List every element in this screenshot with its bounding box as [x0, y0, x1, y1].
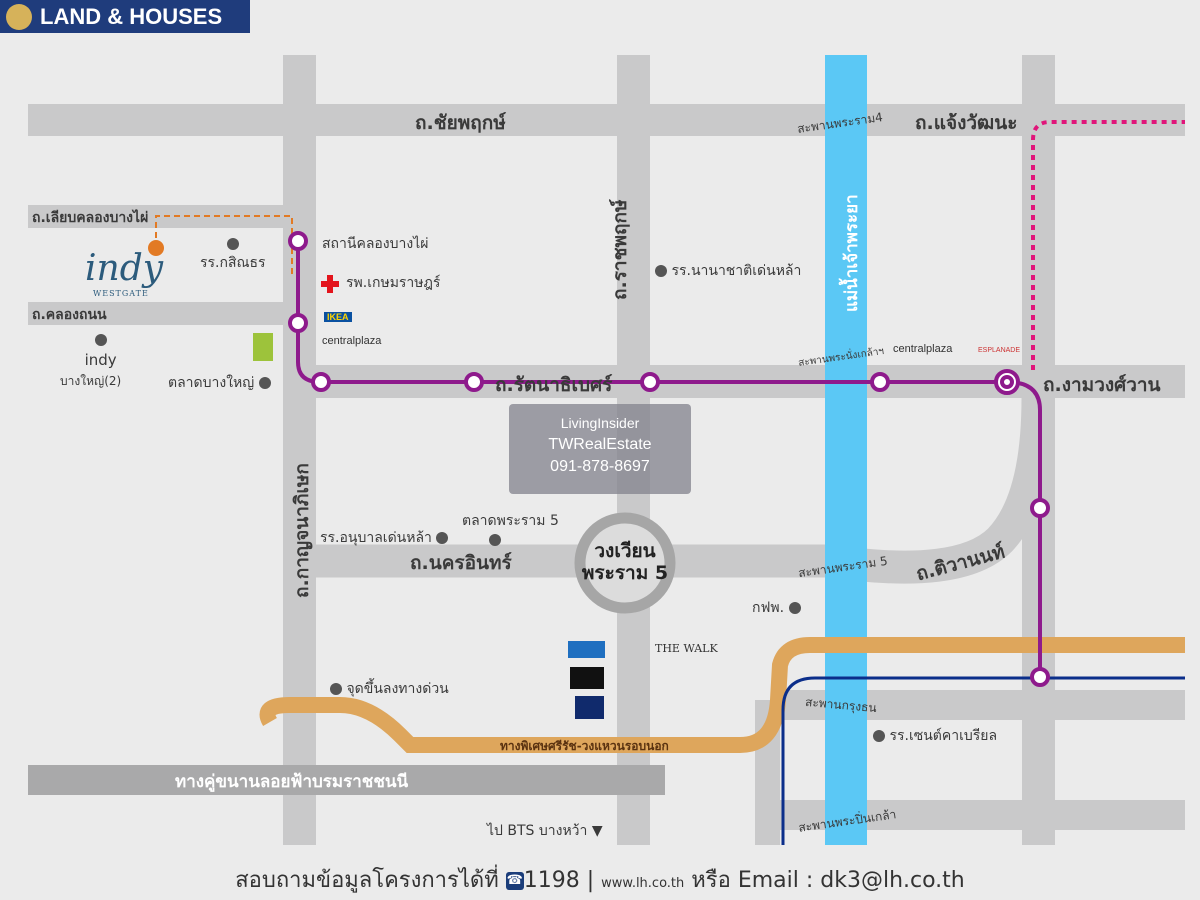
- project-name: indy: [85, 248, 164, 289]
- poi-indy-label: indy: [84, 351, 117, 369]
- label-khlong-thanon: ถ.คลองถนน: [32, 307, 107, 323]
- watermark-brand: LivingInsider: [560, 415, 640, 431]
- poi-dot-icon: [655, 265, 667, 277]
- label-nakhon-in: ถ.นครอินทร์: [410, 552, 512, 574]
- homeworks-logo: [575, 696, 604, 719]
- bigc-logo: [253, 333, 273, 361]
- poi-nanachat-label: รร.นานาชาติเด่นหล้า: [671, 263, 802, 279]
- poi-kasintorn-label: รร.กสิณธร: [200, 255, 266, 271]
- station-interchange-inner: [1000, 375, 1014, 389]
- label-liap-khlong: ถ.เลียบคลองบางไผ่: [32, 210, 149, 226]
- footer-contact: สอบถามข้อมูลโครงการได้ที่ ☎1198 | www.lh…: [235, 868, 965, 893]
- road-nakhon-in: [283, 397, 1055, 584]
- footer-email[interactable]: Email : dk3@lh.co.th: [737, 868, 965, 893]
- label-ratchaphruek: ถ.ราชพฤกษ์: [609, 199, 631, 300]
- poi-anuban-school: รร.อนุบาลเด่นหล้า: [320, 527, 449, 549]
- poi-kasintorn: รร.กสิณธร: [200, 236, 266, 274]
- river: [825, 55, 867, 845]
- poi-ramp-label: จุดขึ้นลงทางด่วน: [346, 681, 449, 697]
- the-walk-logo: THE WALK: [655, 642, 718, 655]
- label-river: แม่น้ำเจ้าพระยา: [842, 194, 862, 312]
- poi-rama5-market: ตลาดพระราม 5: [462, 510, 559, 548]
- land-houses-logo: LAND & HOUSES: [0, 0, 250, 33]
- poi-bts: ไป BTS บางหว้า ▼: [487, 823, 603, 839]
- station-5[interactable]: [640, 372, 660, 392]
- label-ngamwongwan: ถ.งามวงศ์วาน: [1043, 374, 1161, 396]
- homepro-logo: [568, 641, 605, 658]
- station-4[interactable]: [464, 372, 484, 392]
- label-expressway: ทางพิเศษศรีรัช-วงแหวนรอบนอก: [500, 739, 669, 753]
- label-parallel-road: ทางคู่ขนานลอยฟ้าบรมราชชนนี: [175, 772, 409, 792]
- logo-text: LAND & HOUSES: [40, 3, 223, 29]
- stations: [288, 231, 1050, 687]
- station-2[interactable]: [288, 313, 308, 333]
- roundabout-line-1: วงเวียน: [594, 540, 656, 562]
- poi-dot-icon: [94, 334, 107, 346]
- poi-st-gabriel-label: รร.เซนต์คาเบรียล: [889, 728, 998, 744]
- poi-indy-bangyai: indy บางใหญ่(2): [60, 330, 121, 391]
- watermark-phone: 091-878-8697: [550, 458, 650, 475]
- project-sub: WESTGATE: [93, 289, 149, 298]
- poi-dot-icon: [436, 532, 449, 544]
- station-8[interactable]: [1030, 667, 1050, 687]
- poi-st-gabriel: รร.เซนต์คาเบรียล: [873, 725, 997, 747]
- ikea-logo: IKEA: [324, 312, 352, 322]
- poi-dot-icon: [226, 238, 239, 250]
- road-kanchanaphisek: [283, 55, 316, 845]
- phone-icon: ☎: [505, 872, 524, 890]
- expressway-line: [259, 637, 1185, 753]
- poi-anuban-label: รร.อนุบาลเด่นหล้า: [320, 530, 432, 546]
- label-kanchanaphisek: ถ.กาญจนาภิเษก: [291, 463, 313, 598]
- label-chaengwattana: ถ.แจ้งวัฒนะ: [915, 112, 1018, 134]
- road-chaiyaphruek: [28, 104, 1185, 136]
- poi-nanachat-school: รร.นานาชาติเด่นหล้า: [655, 260, 801, 282]
- hospital-icon: [321, 275, 339, 293]
- purple-line: [296, 241, 1042, 677]
- roundabout-line-2: พระราม 5: [581, 562, 669, 584]
- central-plaza-logo-2: centralplaza: [893, 343, 953, 355]
- cinema-logo: [570, 667, 604, 689]
- label-chaiyaphruek: ถ.ชัยพฤกษ์: [415, 112, 506, 134]
- station-3[interactable]: [311, 372, 331, 392]
- station-6[interactable]: [870, 372, 890, 392]
- watermark: LivingInsider TWRealEstate 091-878-8697: [509, 404, 691, 494]
- poi-hospital: รพ.เกษมราษฎร์: [346, 275, 441, 291]
- poi-dot-icon: [258, 377, 271, 389]
- poi-bangyai-market: ตลาดบางใหญ่: [168, 372, 271, 394]
- footer-prefix: สอบถามข้อมูลโครงการได้ที่: [235, 868, 499, 893]
- poi-dot-icon: [489, 534, 502, 546]
- poi-indy-sub: บางใหญ่(2): [60, 374, 122, 388]
- poi-dot-icon: [873, 730, 885, 742]
- road-parallel: [28, 765, 665, 795]
- poi-egat: กฟพ.: [752, 597, 801, 619]
- road-khlong-thanon: [28, 302, 290, 325]
- footer-hotline[interactable]: 1198: [523, 868, 580, 893]
- footer-or: หรือ: [691, 868, 731, 893]
- roundabout-label: วงเวียนพระราม 5: [580, 540, 670, 584]
- poi-expressway-ramp: จุดขึ้นลงทางด่วน: [330, 678, 449, 700]
- poi-bangyai-market-label: ตลาดบางใหญ่: [168, 375, 255, 391]
- poi-dot-icon: [330, 683, 342, 695]
- central-plaza-logo-1: centralplaza: [322, 335, 382, 347]
- label-rattanathibet: ถ.รัตนาธิเบศร์: [495, 374, 613, 396]
- esplanade-logo: ESPLANADE: [978, 347, 1021, 354]
- blue-line: [781, 676, 1185, 845]
- seal-icon: [6, 3, 32, 30]
- poi-rama5-market-label: ตลาดพระราม 5: [462, 513, 559, 529]
- pink-line: [1031, 120, 1185, 370]
- project-marker-icon: [148, 240, 164, 256]
- poi-dot-icon: [788, 602, 801, 614]
- watermark-agent: TWRealEstate: [548, 436, 652, 453]
- station-7[interactable]: [1030, 498, 1050, 518]
- poi-egat-label: กฟพ.: [752, 600, 785, 616]
- project-access-route: [155, 215, 293, 275]
- roundabout: [574, 512, 676, 614]
- station-khlong-bang-phai[interactable]: [288, 231, 308, 251]
- footer-website[interactable]: www.lh.co.th: [601, 876, 685, 891]
- poi-station: สถานีคลองบางไผ่: [322, 236, 429, 252]
